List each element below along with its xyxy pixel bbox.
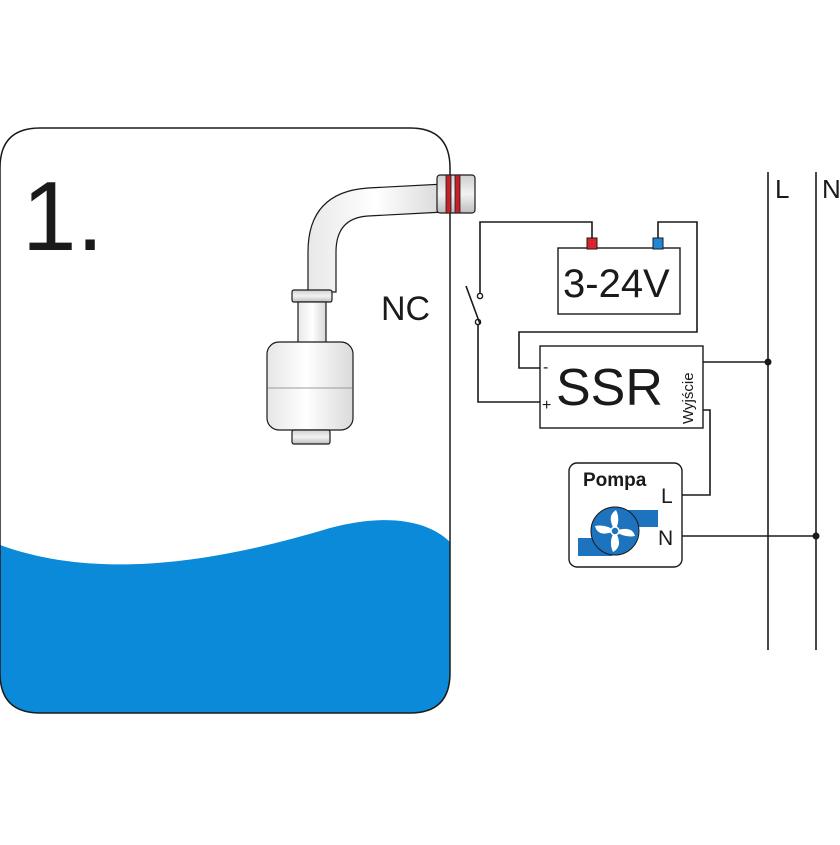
ssr-minus-label: - bbox=[543, 359, 548, 376]
switch-blade bbox=[465, 285, 481, 325]
sensor-collar bbox=[291, 289, 333, 303]
switch-contact-top bbox=[476, 292, 484, 300]
sensor-seal-ring-2 bbox=[454, 174, 461, 214]
sensor-seal-ring bbox=[445, 174, 452, 214]
impeller-blades bbox=[595, 510, 635, 552]
tank bbox=[0, 127, 451, 714]
junction-n bbox=[812, 532, 820, 540]
pump-l-label: L bbox=[661, 485, 673, 508]
terminal-positive bbox=[586, 237, 598, 250]
terminal-negative bbox=[652, 237, 664, 250]
pump-fan-icon bbox=[578, 506, 658, 556]
impeller-hub bbox=[610, 526, 620, 536]
water bbox=[0, 520, 450, 713]
junction-l bbox=[764, 358, 772, 366]
ssr-box bbox=[539, 345, 704, 429]
ssr-label: SSR bbox=[556, 359, 663, 417]
pump-n-label: N bbox=[658, 527, 673, 550]
ssr-relay: SSR - + Wyjście bbox=[539, 345, 704, 429]
tank-outline bbox=[0, 127, 451, 714]
sensor-stem bbox=[297, 301, 327, 345]
float-sensor bbox=[266, 174, 476, 445]
power-supply-label: 3-24V bbox=[563, 262, 670, 306]
ssr-plus-label: + bbox=[542, 397, 551, 414]
wires bbox=[477, 172, 817, 650]
wire-switch-to-ssr-plus bbox=[477, 322, 540, 403]
sensor-stopper bbox=[291, 429, 331, 445]
power-supply-box bbox=[557, 247, 681, 315]
power-supply: 3-24V bbox=[557, 237, 681, 315]
pump: Pompa L N bbox=[568, 462, 683, 568]
mains-l-label: L bbox=[775, 174, 789, 204]
wire-supply-negative-to-ssr-minus bbox=[518, 221, 698, 369]
mains-n-label: N bbox=[822, 174, 840, 204]
wire-switch-to-supply-positive bbox=[479, 221, 593, 294]
sensor-tube bbox=[307, 183, 445, 293]
ssr-output-label: Wyjście bbox=[680, 372, 697, 424]
nc-switch bbox=[465, 285, 484, 326]
switch-label: NC bbox=[381, 290, 430, 328]
pump-title: Pompa bbox=[583, 470, 647, 491]
wire-ssr-to-pump-l bbox=[682, 409, 711, 496]
float-body bbox=[266, 341, 354, 431]
step-number: 1. bbox=[22, 161, 104, 271]
